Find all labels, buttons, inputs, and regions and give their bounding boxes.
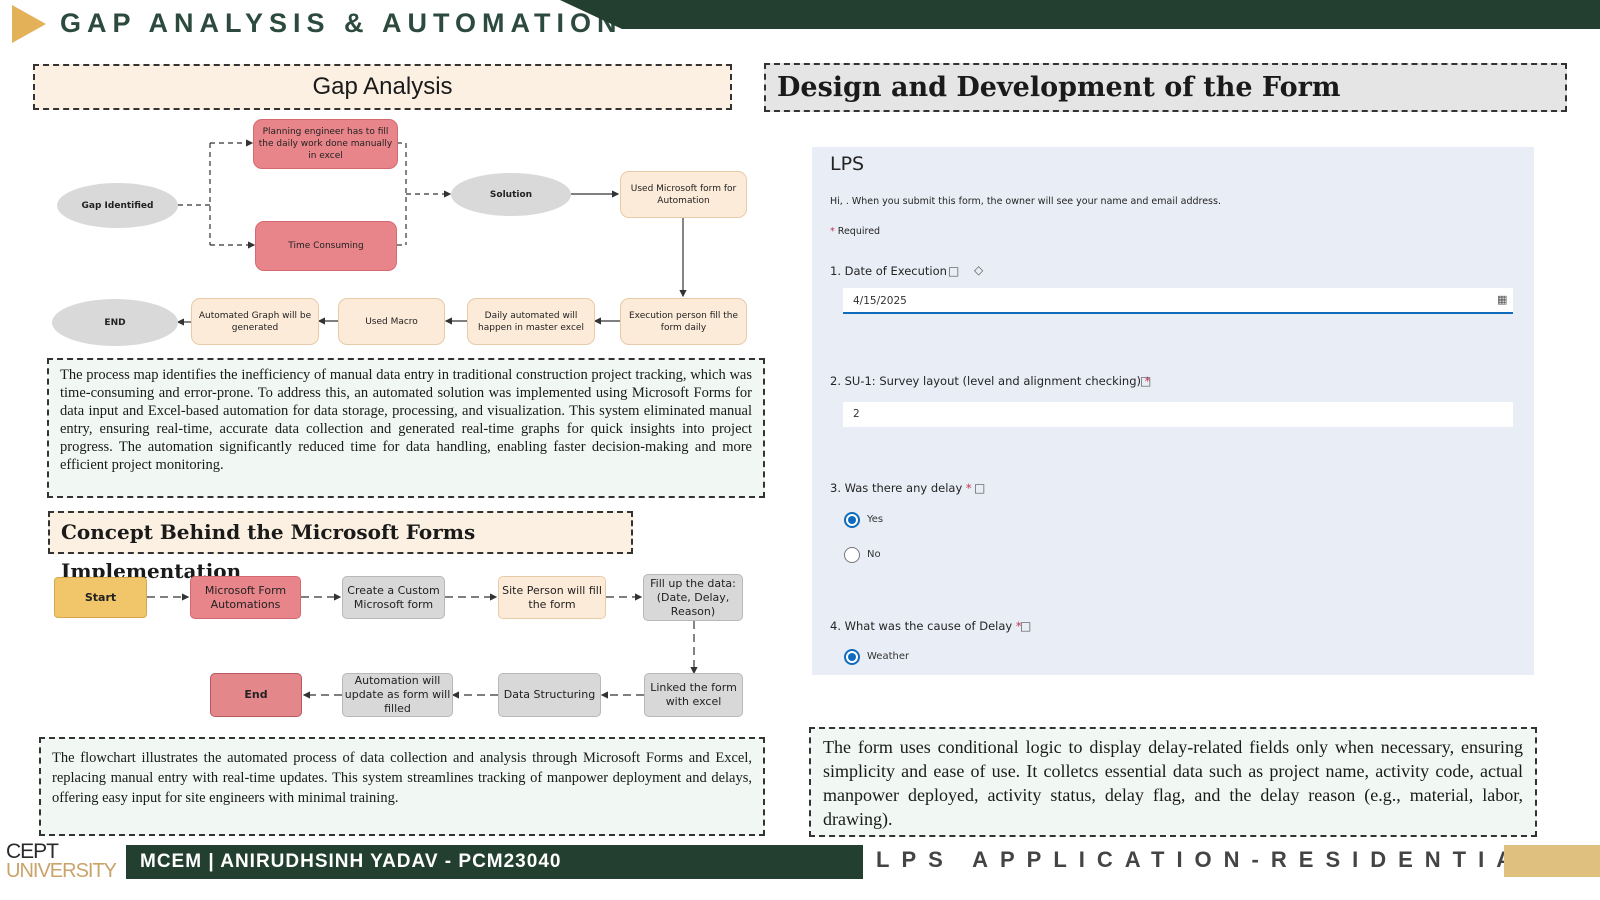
- used-macro-node: Used Macro: [338, 298, 445, 345]
- gap-analysis-heading: Gap Analysis: [33, 64, 732, 110]
- no-radio[interactable]: [844, 547, 860, 563]
- footer-project: LPS APPLICATION-RESIDENTIAL: [876, 847, 1550, 872]
- q1-label: 1. Date of Execution: [830, 264, 947, 278]
- q2-text: 2. SU-1: Survey layout (level and alignm…: [830, 374, 1142, 388]
- q1-text: 1. Date of Execution: [830, 264, 947, 278]
- yes-radio[interactable]: [844, 512, 860, 528]
- required-label: Required: [837, 226, 881, 237]
- flowchart-text: The flowchart illustrates the automated …: [39, 737, 765, 836]
- form-greeting: Hi, . When you submit this form, the own…: [830, 196, 1221, 207]
- yes-label: Yes: [867, 514, 884, 525]
- planning-engineer-node: Planning engineer has to fill the daily …: [253, 119, 398, 169]
- reader-icon: □: [1020, 619, 1032, 633]
- start-node: Start: [54, 577, 147, 618]
- eraser-icon: ◇: [974, 263, 984, 277]
- end-node: END: [52, 299, 178, 346]
- end-box-node: End: [210, 673, 302, 717]
- form-logic-text: The form uses conditional logic to displ…: [809, 727, 1537, 837]
- solution-node: Solution: [451, 173, 571, 216]
- daily-auto-node: Daily automated will happen in master ex…: [467, 298, 595, 345]
- logo-cept: CEPT: [6, 840, 59, 863]
- q4-text: 4. What was the cause of Delay: [830, 619, 1013, 633]
- auto-update-node: Automation will update as form will fill…: [342, 673, 453, 717]
- reader-icon: □: [1140, 374, 1152, 388]
- gap-identified-node: Gap Identified: [57, 183, 178, 228]
- logo-university: UNIVERSITY: [6, 860, 117, 882]
- process-map-text: The process map identifies the inefficie…: [47, 358, 765, 498]
- no-label: No: [867, 549, 881, 560]
- reader-icon: □: [948, 264, 960, 278]
- page-title: GAP ANALYSIS & AUTOMATION: [60, 8, 623, 38]
- calendar-icon[interactable]: ▦: [1497, 293, 1508, 306]
- q4-label: 4. What was the cause of Delay *: [830, 619, 1022, 633]
- time-consuming-node: Time Consuming: [255, 221, 397, 271]
- concept-heading: Concept Behind the Microsoft Forms Imple…: [48, 511, 633, 583]
- weather-label: Weather: [867, 651, 910, 662]
- form-title: LPS: [830, 153, 865, 175]
- create-form-node: Create a Custom Microsoft form: [342, 576, 445, 619]
- fill-up-node: Fill up the data: (Date, Delay, Reason): [643, 574, 743, 621]
- data-structuring-node: Data Structuring: [498, 673, 601, 717]
- q3-text: 3. Was there any delay: [830, 481, 963, 495]
- header-band: [560, 0, 1600, 29]
- site-person-node: Site Person will fill the form: [498, 576, 606, 619]
- ms-form-node: Microsoft Form Automations: [190, 576, 301, 619]
- footer-author: MCEM | ANIRUDHSINH YADAV - PCM23040: [126, 845, 863, 879]
- used-forms-node: Used Microsoft form for Automation: [620, 171, 747, 218]
- header-triangle-icon: [12, 5, 46, 43]
- auto-graph-node: Automated Graph will be generated: [191, 298, 319, 345]
- design-heading: Design and Development of the Form: [764, 63, 1567, 112]
- execution-node: Execution person fill the form daily: [620, 298, 747, 345]
- linked-excel-node: Linked the form with excel: [644, 673, 743, 717]
- required-note: * Required: [830, 226, 881, 237]
- footer-accent: [1504, 845, 1600, 877]
- reader-icon: □: [974, 481, 986, 495]
- form-preview: LPS Hi, . When you submit this form, the…: [812, 147, 1534, 675]
- survey-input[interactable]: 2: [843, 402, 1513, 427]
- q3-label: 3. Was there any delay *: [830, 481, 972, 495]
- weather-radio[interactable]: [844, 649, 860, 665]
- q2-label: 2. SU-1: Survey layout (level and alignm…: [830, 374, 1151, 388]
- date-input[interactable]: 4/15/2025: [843, 288, 1513, 314]
